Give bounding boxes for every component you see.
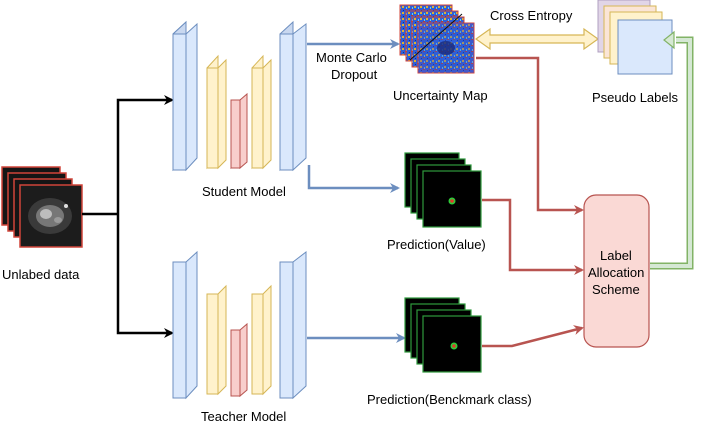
uncertainty-map-label: Uncertainty Map bbox=[393, 88, 488, 103]
teacher-model-label: Teacher Model bbox=[201, 409, 286, 424]
prediction-value-stack bbox=[404, 152, 482, 228]
pseudo-labels-stack bbox=[597, 0, 673, 75]
uncertainty-map-stack bbox=[399, 4, 475, 74]
student-output-arrows bbox=[307, 39, 400, 193]
label-allocation-line1: Label bbox=[600, 248, 632, 263]
cross-entropy-arrow bbox=[474, 27, 600, 51]
cross-entropy-label: Cross Entropy bbox=[490, 8, 573, 23]
label-allocation-scheme-box bbox=[583, 194, 650, 348]
pseudo-labels-label: Pseudo Labels bbox=[592, 90, 679, 105]
monte-carlo-label-line1: Monte Carlo bbox=[316, 50, 387, 65]
student-model-label: Student Model bbox=[202, 184, 286, 199]
allocation-input-arrows bbox=[476, 56, 584, 348]
prediction-benchmark-stack bbox=[404, 297, 482, 373]
teacher-model-network bbox=[172, 250, 307, 400]
prediction-benchmark-label: Prediction(Benckmark class) bbox=[367, 392, 532, 407]
label-allocation-line3: Scheme bbox=[592, 282, 640, 297]
unlabeled-data-stack bbox=[1, 166, 83, 248]
prediction-value-label: Prediction(Value) bbox=[387, 237, 486, 252]
unlabeled-data-label: Unlabed data bbox=[2, 267, 80, 282]
label-allocation-line2: Allocation bbox=[588, 265, 644, 280]
student-model-network bbox=[172, 20, 307, 172]
input-split-arrows bbox=[82, 95, 174, 338]
pseudo-label-feedback-arrow bbox=[650, 30, 694, 270]
monte-carlo-label-line2: Dropout bbox=[331, 67, 378, 82]
